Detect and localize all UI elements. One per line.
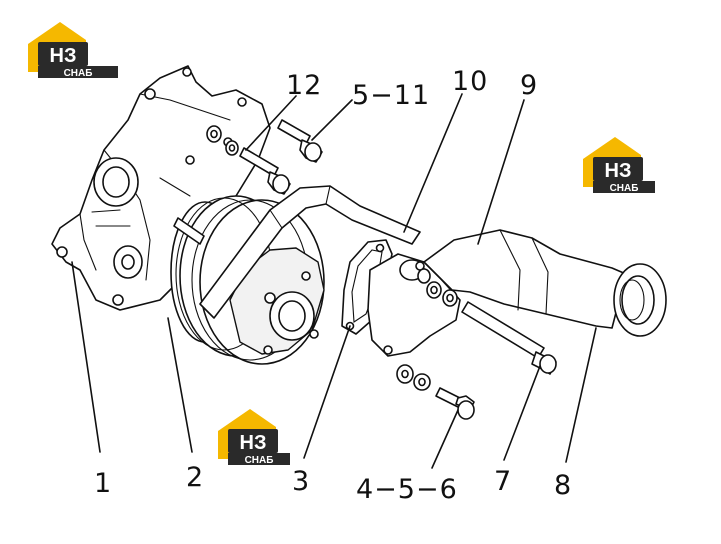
callout-2: 2 xyxy=(186,462,204,493)
watermark-top-text: НЗ xyxy=(240,432,267,454)
outlet-flange xyxy=(367,253,461,357)
watermark-bottom-text: СНАБ xyxy=(610,183,639,194)
callout-10: 10 xyxy=(452,66,488,97)
top-washers xyxy=(417,268,458,307)
watermark-bottom-text: СНАБ xyxy=(64,68,93,79)
watermark-top-text: НЗ xyxy=(50,45,77,67)
watermark-logo: НЗ СНАБ xyxy=(218,409,290,466)
callout-1: 1 xyxy=(94,468,112,499)
callout-12: 12 xyxy=(286,70,322,101)
washers-and-bolt xyxy=(396,364,475,420)
watermark-logo: НЗ СНАБ xyxy=(583,137,655,194)
watermark-bottom-text: СНАБ xyxy=(245,455,274,466)
callout-3: 3 xyxy=(292,466,310,497)
leader-lines xyxy=(71,93,597,469)
callout-7: 7 xyxy=(494,466,512,497)
callout-4-5-6: 4−5−6 xyxy=(356,474,458,505)
long-bolt xyxy=(461,301,557,375)
bracket xyxy=(199,185,421,319)
watermark-top-text: НЗ xyxy=(605,160,632,182)
hose-clamp-ring xyxy=(613,263,667,337)
outlet-pipe xyxy=(423,229,627,329)
upper-bolts xyxy=(173,119,323,245)
callout-9: 9 xyxy=(520,70,538,101)
callout-labels: 1 2 3 4−5−6 7 8 9 10 5−11 12 xyxy=(94,66,572,505)
pump-pulley xyxy=(170,195,325,365)
callout-8: 8 xyxy=(554,470,572,501)
callout-5-11: 5−11 xyxy=(352,80,430,111)
watermark-logo: НЗ СНАБ xyxy=(28,22,118,79)
